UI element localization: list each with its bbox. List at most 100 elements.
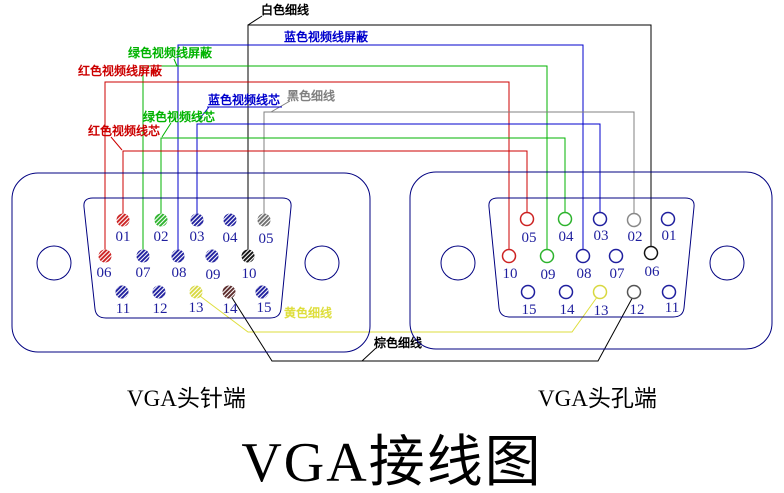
pin-right-04 <box>557 211 573 227</box>
label-brown-thin: 棕色细线 <box>373 335 422 350</box>
pin-number-right-05: 05 <box>522 230 537 246</box>
pin-right-15 <box>520 284 536 300</box>
pin-left-15 <box>255 285 269 299</box>
pin-number-right-06: 06 <box>645 264 661 280</box>
pin-right-07 <box>608 248 624 264</box>
leader-green-shield <box>173 58 178 67</box>
label-black-thin: 黑色细线 <box>287 88 335 103</box>
leader-green-core <box>161 122 172 138</box>
pin-left-09 <box>205 249 219 263</box>
left-connector-dsub-face <box>83 197 292 319</box>
pin-left-02 <box>154 213 168 227</box>
right-connector-dsub-face <box>488 197 695 318</box>
pin-right-02 <box>626 212 642 228</box>
pin-right-10 <box>501 248 517 264</box>
right-mounting-hole-right <box>709 245 745 281</box>
left-connector-body <box>11 172 371 353</box>
pin-number-left-02: 02 <box>154 229 169 245</box>
left-connector: 01 02 03 04 05 06 07 08 09 10 11 12 13 1… <box>11 172 371 353</box>
pin-right-14 <box>558 284 574 300</box>
pin-number-right-11: 11 <box>665 300 679 316</box>
right-connector: 05 04 03 02 01 10 09 08 07 06 15 14 13 1… <box>409 171 773 350</box>
wire-white-thin <box>247 24 652 255</box>
pin-number-left-07: 07 <box>136 265 152 281</box>
pin-number-right-03: 03 <box>594 228 609 244</box>
label-blue-core: 蓝色视频线芯 <box>208 92 280 107</box>
wire-red-core <box>122 150 528 221</box>
label-blue-shield: 蓝色视频线屏蔽 <box>284 29 369 44</box>
wire-green-core <box>160 137 566 221</box>
pin-left-08 <box>171 249 185 263</box>
pin-number-left-08: 08 <box>172 265 187 281</box>
pin-number-right-12: 12 <box>630 302 645 318</box>
pin-number-left-14: 14 <box>223 301 239 317</box>
right-connector-body <box>409 171 773 350</box>
label-leaders <box>110 15 377 362</box>
leader-white-thin <box>247 15 263 26</box>
leader-brown-thin <box>361 347 377 362</box>
label-green-shield: 绿色视频线屏蔽 <box>128 45 213 60</box>
wire-green-shield <box>142 65 548 256</box>
pin-number-left-12: 12 <box>153 301 168 317</box>
pin-number-right-08: 08 <box>577 266 592 282</box>
pin-right-01 <box>660 211 676 227</box>
label-green-core: 绿色视频线芯 <box>143 109 215 124</box>
pin-number-left-03: 03 <box>190 229 205 245</box>
pin-left-14 <box>222 285 236 299</box>
pin-number-left-01: 01 <box>116 229 131 245</box>
pin-number-left-06: 06 <box>97 265 113 281</box>
left-mounting-hole-left <box>36 245 72 281</box>
right-mounting-hole-left <box>440 245 476 281</box>
pin-right-12 <box>626 284 642 300</box>
wire-black-thin <box>263 111 635 221</box>
pin-right-11 <box>661 284 677 300</box>
pin-number-right-14: 14 <box>560 302 576 318</box>
pin-number-right-01: 01 <box>662 228 677 244</box>
pin-number-left-10: 10 <box>242 266 257 282</box>
right-connector-caption: VGA头孔端 <box>538 386 657 411</box>
pin-left-03 <box>190 213 204 227</box>
pin-number-left-04: 04 <box>223 230 239 246</box>
diagram-title: VGA接线图 <box>241 432 542 493</box>
pin-right-05 <box>519 211 535 227</box>
pin-number-right-15: 15 <box>522 302 537 318</box>
pin-left-11 <box>115 285 129 299</box>
label-yellow-thin: 黄色细线 <box>284 305 332 320</box>
pin-right-08 <box>575 248 591 264</box>
pin-number-left-13: 13 <box>189 300 204 316</box>
pin-left-10 <box>241 249 255 263</box>
pin-number-left-05: 05 <box>259 231 274 247</box>
pin-number-right-13: 13 <box>594 303 609 319</box>
pin-number-right-09: 09 <box>541 267 556 283</box>
left-connector-caption: VGA头针端 <box>127 386 246 411</box>
wire-red-shield <box>104 81 510 256</box>
leader-blue-core <box>196 106 282 123</box>
pin-number-left-09: 09 <box>206 267 221 283</box>
pin-number-left-11: 11 <box>116 301 130 317</box>
pin-right-06 <box>643 245 659 261</box>
wire-yellow-thin <box>195 292 601 333</box>
label-red-shield: 红色视频线屏蔽 <box>78 63 163 78</box>
pin-right-09 <box>539 248 555 264</box>
label-white-thin: 白色细线 <box>261 2 309 17</box>
pin-number-right-07: 07 <box>610 266 626 282</box>
pin-left-06 <box>98 249 112 263</box>
pin-number-right-04: 04 <box>559 229 575 245</box>
pin-right-13 <box>592 284 608 300</box>
pin-right-03 <box>592 211 608 227</box>
pin-number-right-10: 10 <box>503 266 518 282</box>
pin-left-01 <box>116 213 130 227</box>
pin-left-05 <box>257 213 271 227</box>
wire-brown-thin <box>228 292 636 362</box>
wire-labels: 白色细线 蓝色视频线屏蔽 绿色视频线屏蔽 红色视频线屏蔽 黑色细线 蓝色视频线芯… <box>78 2 422 350</box>
leader-red-core <box>110 136 123 151</box>
pin-left-07 <box>136 249 150 263</box>
pin-number-right-02: 02 <box>628 229 643 245</box>
pin-left-12 <box>152 285 166 299</box>
label-red-core: 红色视频线芯 <box>88 123 160 138</box>
pin-left-04 <box>223 213 237 227</box>
left-mounting-hole-right <box>304 245 340 281</box>
pin-number-left-15: 15 <box>257 300 272 316</box>
